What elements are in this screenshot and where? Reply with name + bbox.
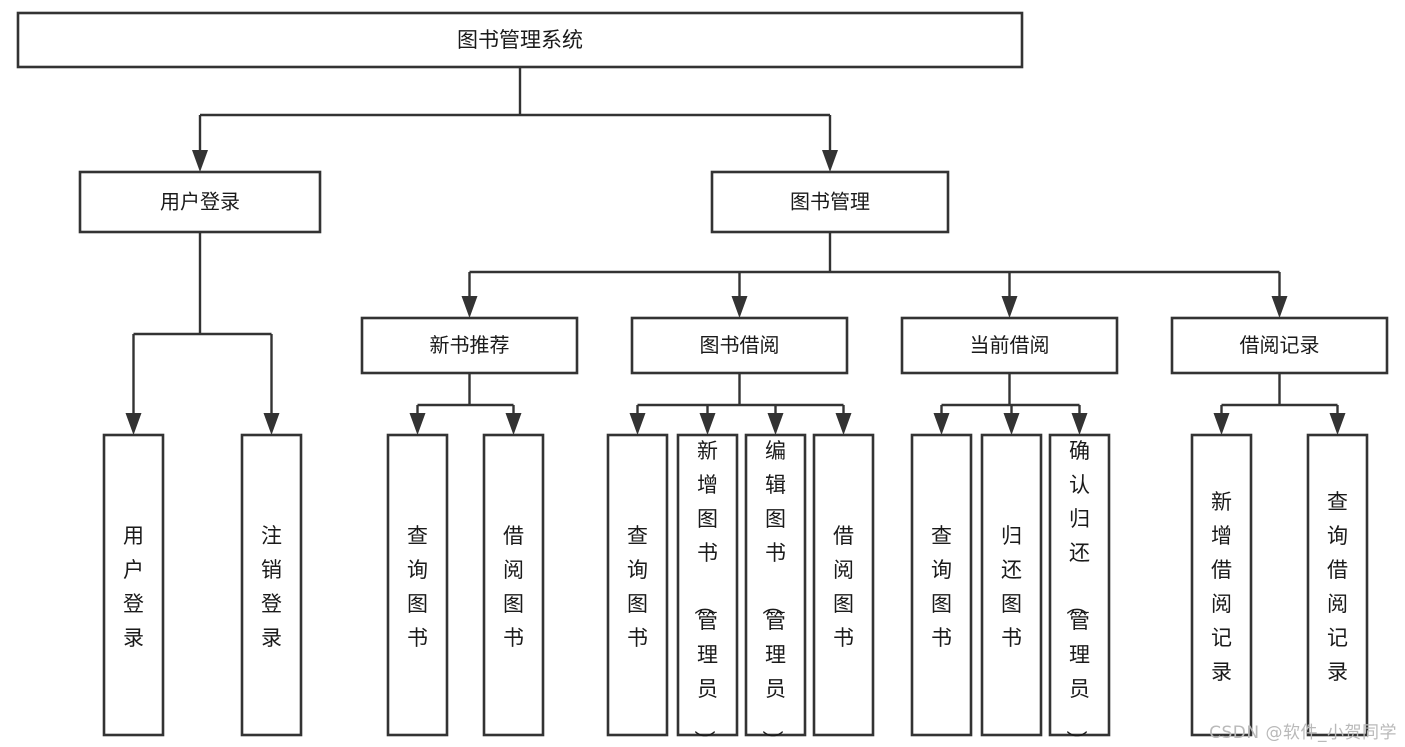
node-book-borrow-label: 图书借阅 (700, 333, 780, 357)
arrow-head-icon (505, 413, 522, 435)
node-new-book-rec[interactable]: 新书推荐 (360, 316, 579, 375)
node-borrow-records[interactable]: 借阅记录 (1170, 316, 1389, 375)
leaf-node-leaf-logout[interactable]: 注销登录 (240, 433, 303, 737)
arrow-head-icon (1003, 413, 1020, 435)
arrow-head-icon (933, 413, 950, 435)
leaf-node-leaf-confirm-return[interactable]: 确认归还（管理员） (1048, 433, 1111, 747)
node-book-manage-box (710, 170, 950, 234)
leaf-node-leaf-query-book-cur[interactable]: 查询图书 (910, 433, 973, 737)
arrow-head-icon (461, 296, 478, 318)
leaf-node-leaf-logout-box (240, 433, 303, 737)
arrow-head-icon (263, 413, 280, 435)
leaf-node-leaf-borrow-book-brw-box (812, 433, 875, 737)
root-node-book-system-box (16, 11, 1024, 69)
leaf-node-leaf-query-record-box (1306, 433, 1369, 737)
arrow-head-icon (767, 413, 784, 435)
arrow-head-icon (1001, 296, 1018, 318)
leaf-node-leaf-return-book-label: 归还图书 (1001, 524, 1022, 650)
connector-book-borrow-to-leaves (629, 373, 852, 435)
arrow-head-icon (1213, 413, 1230, 435)
leaf-node-leaf-return-book-box (980, 433, 1043, 737)
leaf-node-leaf-query-book-cur-label: 查询图书 (931, 524, 952, 650)
leaf-node-leaf-add-record-box (1190, 433, 1253, 737)
leaf-node-leaf-user-login-box (102, 433, 165, 737)
leaf-node-leaf-user-login-label: 用户登录 (123, 524, 144, 650)
leaf-node-leaf-query-book-rec[interactable]: 查询图书 (386, 433, 449, 737)
leaf-node-leaf-query-record-label: 查询借阅记录 (1327, 490, 1348, 684)
leaf-node-leaf-user-login[interactable]: 用户登录 (102, 433, 165, 737)
connector-current-borrow-to-leaves (933, 373, 1088, 435)
leaf-node-leaf-add-record[interactable]: 新增借阅记录 (1190, 433, 1253, 737)
root-node-book-system-label: 图书管理系统 (457, 28, 583, 52)
leaf-node-leaf-confirm-return-label: 确认归还（管理员） (1064, 439, 1090, 747)
arrow-head-icon (822, 150, 838, 172)
leaf-node-leaf-edit-book-label: 编辑图书（管理员） (760, 439, 786, 747)
arrow-head-icon (629, 413, 646, 435)
node-book-borrow[interactable]: 图书借阅 (630, 316, 849, 375)
arrow-head-icon (409, 413, 426, 435)
node-current-borrow-label: 当前借阅 (970, 333, 1050, 357)
leaf-node-leaf-add-book-box (676, 433, 739, 737)
node-borrow-records-label: 借阅记录 (1240, 333, 1320, 357)
arrow-head-icon (192, 150, 208, 172)
connector-book-manage-to-level2 (461, 232, 1288, 318)
leaf-node-leaf-logout-label: 注销登录 (261, 524, 282, 650)
node-book-manage-label: 图书管理 (790, 190, 870, 214)
connector-new-book-rec-to-leaves (409, 373, 522, 435)
leaf-node-leaf-borrow-book-rec[interactable]: 借阅图书 (482, 433, 545, 737)
leaf-node-leaf-add-record-label: 新增借阅记录 (1211, 490, 1232, 684)
arrow-head-icon (731, 296, 748, 318)
leaf-node-leaf-borrow-book-brw-label: 借阅图书 (833, 524, 854, 650)
root-node-book-system[interactable]: 图书管理系统 (16, 11, 1024, 69)
leaf-node-leaf-edit-book-box (744, 433, 807, 737)
arrow-head-icon (1071, 413, 1088, 435)
leaf-node-leaf-query-book-brw[interactable]: 查询图书 (606, 433, 669, 737)
leaf-node-leaf-borrow-book-rec-label: 借阅图书 (503, 524, 524, 650)
node-new-book-rec-box (360, 316, 579, 375)
node-user-login-box (78, 170, 322, 234)
leaf-node-leaf-add-book[interactable]: 新增图书（管理员） (676, 433, 739, 747)
leaf-node-leaf-add-book-label: 新增图书（管理员） (692, 439, 718, 747)
leaf-node-leaf-query-book-brw-label: 查询图书 (627, 524, 648, 650)
leaf-node-leaf-edit-book[interactable]: 编辑图书（管理员） (744, 433, 807, 747)
node-user-login-label: 用户登录 (160, 190, 240, 214)
node-current-borrow-box (900, 316, 1119, 375)
node-new-book-rec-label: 新书推荐 (430, 333, 510, 357)
node-book-manage[interactable]: 图书管理 (710, 170, 950, 234)
connector-root-to-level1 (192, 67, 838, 172)
arrow-head-icon (835, 413, 852, 435)
arrow-head-icon (1329, 413, 1346, 435)
arrow-head-icon (125, 413, 142, 435)
arrow-head-icon (699, 413, 716, 435)
nodes-layer: 图书管理系统用户登录图书管理新书推荐图书借阅当前借阅借阅记录用户登录注销登录查询… (16, 11, 1389, 747)
leaf-node-leaf-return-book[interactable]: 归还图书 (980, 433, 1043, 737)
connector-borrow-records-to-leaves (1213, 373, 1346, 435)
leaf-node-leaf-query-book-cur-box (910, 433, 973, 737)
arrow-head-icon (1271, 296, 1288, 318)
node-current-borrow[interactable]: 当前借阅 (900, 316, 1119, 375)
leaf-node-leaf-query-record[interactable]: 查询借阅记录 (1306, 433, 1369, 737)
leaf-node-leaf-borrow-book-rec-box (482, 433, 545, 737)
leaf-node-leaf-borrow-book-brw[interactable]: 借阅图书 (812, 433, 875, 737)
node-user-login[interactable]: 用户登录 (78, 170, 322, 234)
leaf-node-leaf-query-book-rec-label: 查询图书 (407, 524, 428, 650)
leaf-node-leaf-query-book-rec-box (386, 433, 449, 737)
leaf-node-leaf-query-book-brw-box (606, 433, 669, 737)
connector-user-login-to-leaves (125, 232, 280, 435)
edges-layer (125, 67, 1346, 435)
node-book-borrow-box (630, 316, 849, 375)
node-borrow-records-box (1170, 316, 1389, 375)
leaf-node-leaf-confirm-return-box (1048, 433, 1111, 737)
